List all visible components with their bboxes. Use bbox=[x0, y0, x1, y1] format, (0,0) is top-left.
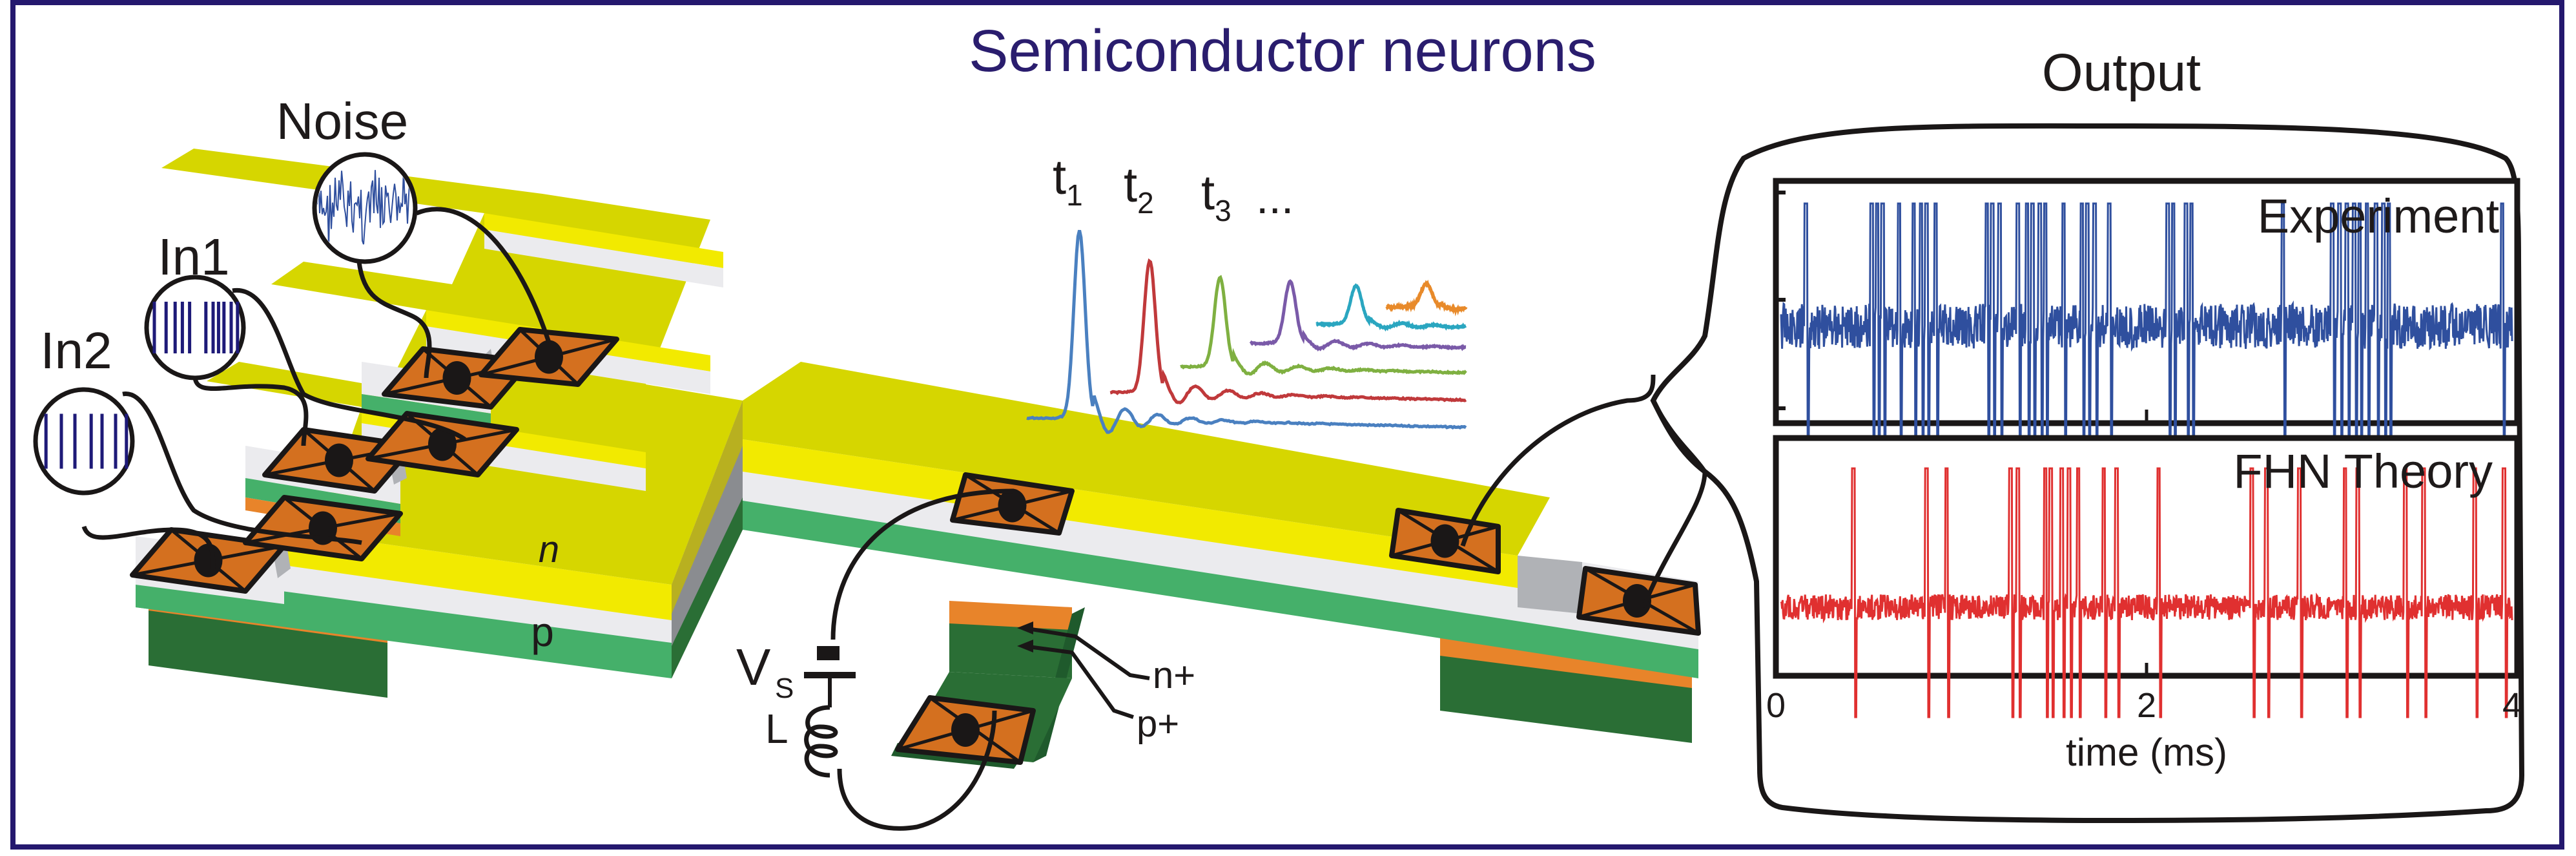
contact-pad bbox=[479, 327, 619, 387]
contact-dot bbox=[1430, 524, 1459, 558]
x-axis-label: time (ms) bbox=[2066, 731, 2227, 774]
xtick-label-2: 2 bbox=[2137, 686, 2156, 725]
contact-dot bbox=[1623, 584, 1651, 618]
in1-wire-2 bbox=[232, 288, 466, 441]
xtick-label-4: 4 bbox=[2502, 686, 2522, 725]
bar-green-layer bbox=[743, 497, 1698, 678]
pulse-time-label: t2 bbox=[1124, 158, 1154, 220]
n-layer-label: n bbox=[539, 528, 559, 570]
contact-dot bbox=[442, 361, 471, 395]
contact-pad bbox=[950, 472, 1075, 536]
noise-wire-1 bbox=[356, 255, 432, 379]
in2-wire-2 bbox=[122, 391, 362, 545]
noise-label: Noise bbox=[276, 92, 409, 150]
contact-dot bbox=[998, 488, 1027, 523]
output-callout-frame bbox=[1650, 123, 2525, 824]
inductor-label: L bbox=[765, 705, 788, 752]
pulse-trace bbox=[1026, 229, 1467, 434]
arrow-nplus-icon bbox=[1017, 621, 1033, 634]
inductor: L bbox=[765, 705, 838, 778]
inductor-coil-icon bbox=[804, 705, 838, 778]
bar-n-top bbox=[743, 362, 1550, 556]
in2-label: In2 bbox=[40, 322, 112, 379]
in1-input: In1 bbox=[144, 228, 246, 381]
xtick-label-0: 0 bbox=[1766, 686, 1786, 725]
pplus-label: p+ bbox=[1137, 703, 1179, 745]
contact-pads bbox=[130, 327, 1701, 765]
contact-pad bbox=[895, 695, 1036, 765]
in2-bubble bbox=[33, 387, 135, 496]
p-layer-label: p bbox=[531, 609, 554, 655]
pulse-time-label: t3 bbox=[1201, 165, 1231, 227]
contact-dot bbox=[194, 543, 223, 578]
pulse-inset: t1 t2 t3... bbox=[1026, 150, 1468, 434]
noise-wire-2 bbox=[415, 207, 551, 344]
arrow-pplus-icon bbox=[1017, 640, 1033, 652]
output-wire-1 bbox=[1460, 374, 1656, 547]
pulse-trace bbox=[1180, 275, 1467, 376]
in2-spike-train bbox=[44, 413, 129, 469]
pulse-trace bbox=[1249, 279, 1467, 352]
junction-annotation: n+ p+ bbox=[1017, 621, 1195, 745]
noise-input: Noise bbox=[276, 92, 418, 264]
left-substrate-block bbox=[149, 607, 387, 698]
contact-pad bbox=[243, 495, 403, 561]
bar-n-front bbox=[743, 439, 1518, 588]
wires bbox=[81, 207, 1707, 831]
in2-wire-1 bbox=[81, 525, 216, 569]
pulse-time-label: t1 bbox=[1053, 150, 1083, 212]
voltage-source: V S bbox=[736, 638, 856, 707]
source-wire bbox=[830, 488, 1015, 640]
in1-wire-1 bbox=[192, 374, 309, 446]
source-label: V bbox=[736, 638, 771, 696]
in1-spike-train bbox=[152, 302, 240, 353]
pulse-trace bbox=[1109, 258, 1467, 405]
pulse-trace bbox=[1315, 283, 1467, 332]
pulse-trace bbox=[1385, 279, 1468, 317]
contact-dot bbox=[535, 340, 563, 374]
theory-trace bbox=[1780, 467, 2513, 718]
right-substrate-block bbox=[1440, 652, 1692, 743]
output-title: Output bbox=[2042, 43, 2201, 102]
contact-dot bbox=[428, 427, 457, 461]
pillar-nplus-layer bbox=[949, 601, 1072, 630]
experiment-trace bbox=[1780, 202, 2513, 444]
pulse-ellipsis: ... bbox=[1256, 172, 1293, 223]
experiment-label: Experiment bbox=[2258, 189, 2500, 243]
comb-n-front bbox=[284, 549, 672, 620]
theory-label: FHN Theory bbox=[2233, 444, 2493, 498]
output-panel: Output Experiment FHN Theory 0 2 4 time … bbox=[1650, 43, 2525, 824]
contact-dot bbox=[951, 713, 980, 747]
battery-short-plate bbox=[817, 646, 840, 660]
in1-bubble bbox=[144, 275, 246, 381]
figure-title: Semiconductor neurons bbox=[969, 18, 1596, 84]
noise-waveform bbox=[317, 169, 413, 249]
contact-pad bbox=[1576, 566, 1701, 636]
nplus-label: n+ bbox=[1153, 654, 1195, 696]
in2-input: In2 bbox=[33, 322, 135, 496]
source-subscript: S bbox=[775, 673, 794, 704]
contact-dot bbox=[325, 443, 353, 477]
inductor-wire bbox=[837, 710, 997, 831]
